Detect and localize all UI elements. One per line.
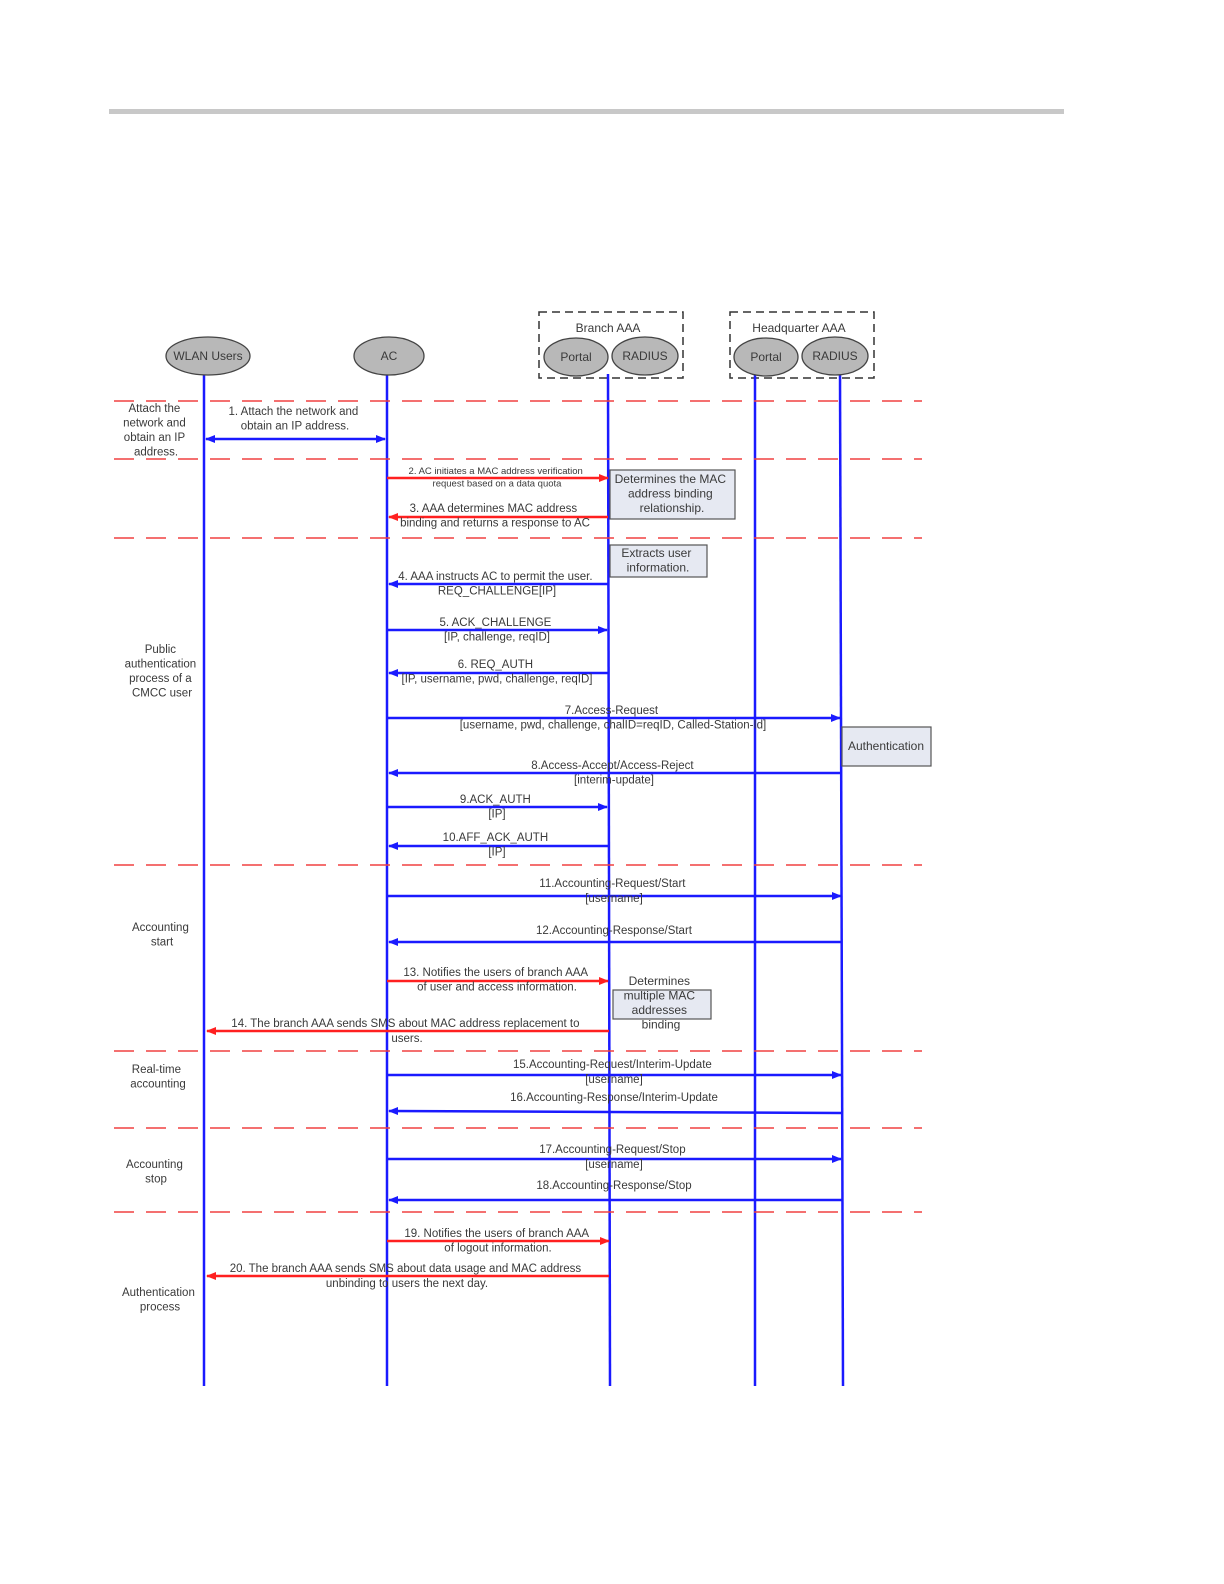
branch-aaa-label: Branch AAA <box>576 321 641 335</box>
msg-20-label: 20. The branch AAA sends SMS about data … <box>230 1263 585 1290</box>
msg-17-label: 17.Accounting-Request/Stop [username] <box>539 1144 689 1171</box>
msg-9-label: 9.ACK_AUTH [IP] <box>460 794 534 821</box>
note-extract-info-text: Extracts user information. <box>621 546 694 575</box>
msg-18-label: 18.Accounting-Response/Stop <box>536 1180 691 1192</box>
msg-7-label: 7.Access-Request [username, pwd, challen… <box>460 705 767 732</box>
note-mac-binding <box>609 469 736 520</box>
msg-6-label: 6. REQ_AUTH [IP, username, pwd, challeng… <box>402 659 593 686</box>
entity-branch-portal-label: Portal <box>560 350 591 364</box>
entity-hq-portal <box>733 337 799 377</box>
msg-15-label: 15.Accounting-Request/Interim-Update [us… <box>513 1059 715 1086</box>
hq-aaa-group <box>729 311 875 379</box>
msg-2-label: 2. AC initiates a MAC address verificati… <box>409 466 586 490</box>
phase-label-accounting-start: Accounting start <box>132 922 192 949</box>
phase-label-realtime-accounting: Real-time accounting <box>130 1064 186 1091</box>
note-authentication-text: Authentication <box>848 739 924 753</box>
msg-13-label: 13. Notifies the users of branch AAA of … <box>403 967 590 994</box>
note-extract-info <box>609 544 708 578</box>
phase-label-attach: Attach the network and obtain an IP addr… <box>123 403 189 459</box>
entity-hq-portal-label: Portal <box>750 350 781 364</box>
msg-4-label: 4. AAA instructs AC to permit the user. … <box>398 571 596 598</box>
phase-label-authentication-process: Authentication process <box>122 1287 198 1314</box>
arrow-16-interim-response <box>388 1107 843 1116</box>
entity-hq-radius-label: RADIUS <box>812 349 857 363</box>
msg-14-label: 14. The branch AAA sends SMS about MAC a… <box>231 1018 582 1045</box>
msg-3-label: 3. AAA determines MAC address binding an… <box>400 503 590 530</box>
lifeline-hq-radius <box>838 373 845 1387</box>
note-authentication <box>841 726 932 767</box>
entity-hq-radius <box>801 336 869 376</box>
entity-wlan-users-label: WLAN Users <box>173 349 242 363</box>
msg-5-label: 5. ACK_CHALLENGE [IP, challenge, reqID] <box>439 617 554 644</box>
note-multi-mac-text: Determines multiple MAC addresses bindin… <box>624 974 699 1032</box>
msg-1-label: 1. Attach the network and obtain an IP a… <box>229 406 362 433</box>
msg-8-label: 8.Access-Accept/Access-Reject [interim-u… <box>531 760 697 787</box>
entity-branch-radius <box>611 336 679 376</box>
branch-aaa-group <box>538 311 684 379</box>
entity-ac <box>353 336 425 376</box>
msg-10-label: 10.AFF_ACK_AUTH [IP] <box>443 832 552 859</box>
lifeline-branch-aaa <box>606 373 612 1387</box>
entity-branch-radius-label: RADIUS <box>622 349 667 363</box>
entity-ac-label: AC <box>381 349 398 363</box>
entity-wlan-users <box>165 336 251 376</box>
top-rule <box>109 109 1064 114</box>
note-multi-mac <box>612 989 712 1020</box>
hq-aaa-label: Headquarter AAA <box>752 321 845 335</box>
msg-16-label: 16.Accounting-Response/Interim-Update <box>510 1092 718 1104</box>
msg-19-label: 19. Notifies the users of branch AAA of … <box>404 1228 591 1255</box>
entity-branch-portal <box>543 337 609 377</box>
msg-12-label: 12.Accounting-Response/Start <box>536 925 693 937</box>
phase-label-public-auth: Public authentication process of a CMCC … <box>125 644 200 700</box>
msg-11-label: 11.Accounting-Request/Start [username] <box>539 878 688 905</box>
note-mac-binding-text: Determines the MAC address binding relat… <box>615 472 730 515</box>
phase-label-accounting-stop: Accounting stop <box>126 1159 186 1186</box>
